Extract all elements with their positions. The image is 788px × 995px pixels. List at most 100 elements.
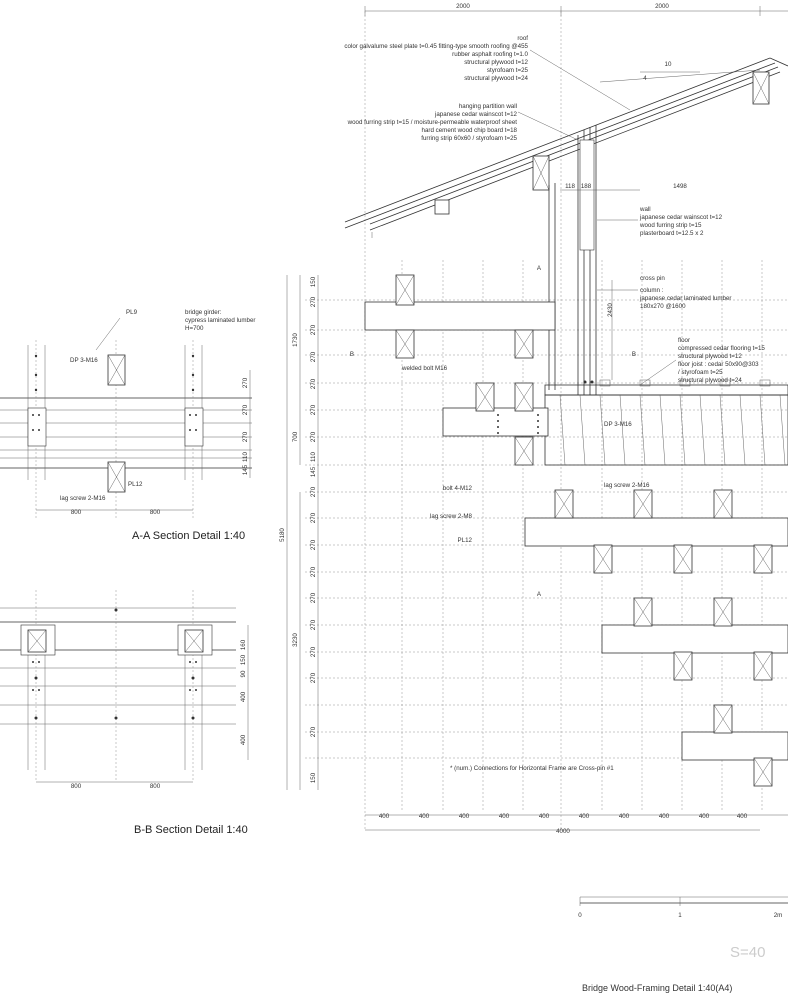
bottom-dim-4: 400 [499,813,510,820]
column-note: column : japanese cedar laminated lumber… [597,287,732,310]
bottom-dim-1: 400 [379,813,390,820]
dim-188: 188 [581,183,592,190]
footnote: * (num.) Connections for Horizontal Fram… [450,765,614,772]
dim-1498: 1498 [673,183,687,190]
left-dim-2: 270 [310,296,317,307]
bb-dim-bottom-1: 800 [71,783,82,790]
left-dim-8: 110 [310,452,317,462]
aa-girder-line-1: bridge girder: [185,309,222,316]
roof-label: 4 [643,75,647,82]
bottom-dim-8: 400 [659,813,670,820]
scale-bar: 0 1 2m [578,896,788,919]
bb-dim-bottom-2: 800 [150,783,161,790]
frame-bolt-dots [497,380,594,434]
column-note-line-1: column : [640,287,664,294]
left-total-1730: 1730 [292,333,299,347]
column-note-line-2: japanese cedar laminated lumber [639,295,732,302]
left-dim-14: 270 [310,592,317,603]
floor-note-line-3: structural plywood t=12 [678,353,742,360]
dim-2430: 2430 [607,303,614,317]
column-note-line-3: 180x270 @1600 [640,303,686,310]
aa-girder-line-2: cypress laminated lumber [185,317,256,324]
dim-top-left: 2000 [456,3,470,10]
scale-tick-1: 1 [678,912,682,919]
wall-note-line-2: japanese cedar wainscot t=12 [639,214,723,221]
bottom-dim-9: 400 [699,813,710,820]
bottom-dim-2: 400 [419,813,430,820]
lag-m16-right-label: lag screw 2-M16 [604,482,650,489]
marker-a-bottom: A [537,591,542,598]
aa-dim-bottom-2: 800 [150,509,161,516]
hanging-note-line-3: wood furring strip t=15 / moisture-perme… [347,119,518,126]
left-dim-13: 270 [310,566,317,577]
left-dim-18: 270 [310,726,317,737]
beam-row-3 [524,517,788,547]
bb-dim-right-3: 90 [240,670,247,677]
vertical-dimensions: 150 270 270 270 270 270 270 110 145 270 … [279,275,319,790]
floor-slab [544,379,788,466]
left-dim-10: 270 [310,486,317,497]
scale-tick-0: 0 [578,912,582,919]
wall-note-line-3: wood furring strip t=15 [639,222,702,229]
floor-note: floor compressed cedar flooring t=15 str… [639,337,765,386]
roof-note: roof color galvalume steel plate t=0.45 … [344,35,528,82]
hanging-note-line-1: hanging partition wall [459,103,517,110]
left-total-3230: 3230 [292,633,299,647]
roof-note-line-2: color galvalume steel plate t=0.45 fitti… [344,43,528,50]
roof-section: 10 4 [344,49,788,238]
left-dim-19: 150 [310,772,317,783]
upper-beam [364,301,556,331]
left-dim-3: 270 [310,324,317,335]
hanging-wall-note: hanging partition wall japanese cedar wa… [347,103,579,142]
roof-note-line-1: roof [517,35,528,42]
left-dim-4: 270 [310,351,317,362]
marker-b-left: B [350,351,354,358]
aa-section: 270 270 270 110 145 800 800 PL9 bridge g… [0,309,256,542]
wall-note-line-1: wall [639,206,651,213]
marker-b-right: B [632,351,636,358]
mid-beam [442,407,549,437]
scale-stamp: S=40 [730,944,765,961]
bb-dim-right-2: 150 [240,654,247,665]
bottom-dim-10: 400 [737,813,748,820]
floor-note-line-4: floor joist : cedar 50x90@303 [678,361,759,368]
left-dim-11: 270 [310,512,317,523]
wall-note-line-4: plasterboard t=12.5 x 2 [640,230,704,237]
aa-dim-right-2: 270 [242,404,249,415]
lag-m8-label: lag screw 2-M8 [430,513,473,520]
floor-note-line-5: / styrofoam t=25 [678,369,723,376]
left-dim-5: 270 [310,378,317,389]
aa-dim-right-5: 145 [242,464,249,475]
bottom-dimensions: 400 400 400 400 400 400 400 400 400 400 … [365,813,788,835]
aa-dp-label: DP 3-M16 [70,357,98,364]
bottom-total: 4000 [556,828,570,835]
hanging-wall-panel [579,139,595,251]
floor-note-line-1: floor [678,337,690,344]
bb-section: 160 150 90 400 400 800 800 B-B Section D… [0,590,249,836]
aa-dim-right-1: 270 [242,377,249,388]
top-dimensions: 2000 2000 [364,3,788,16]
crosspin-label: cross pin [640,275,665,282]
aa-girder-line-3: H=700 [185,325,204,332]
beam-row-4 [601,624,788,654]
left-dim-1: 150 [310,276,317,287]
bb-dim-right-4: 400 [240,691,247,702]
left-dim-9: 145 [310,466,317,477]
roof-note-line-4: structural plywood t=12 [464,59,528,66]
aa-dim-right-3: 270 [242,431,249,442]
frame-beams [364,301,788,761]
left-total-overall: 5180 [279,528,286,542]
aa-dim-bottom-1: 800 [71,509,82,516]
bb-title: B-B Section Detail 1:40 [134,824,248,836]
roof-note-line-5: styrofoam t=25 [487,67,529,74]
bottom-dim-5: 400 [539,813,550,820]
hanging-note-line-5: furring strip 60x60 / styrofoam t=25 [421,135,517,142]
aa-dim-right-4: 110 [242,452,249,462]
wall-and-column: 118 188 1498 2430 [548,125,687,395]
bb-dim-right-1: 160 [240,639,247,650]
welded-bolt-label: welded bolt M16 [401,365,448,372]
bottom-dim-3: 400 [459,813,470,820]
frame-posts [395,274,773,787]
dim-roof-slope: 10 [665,61,672,68]
